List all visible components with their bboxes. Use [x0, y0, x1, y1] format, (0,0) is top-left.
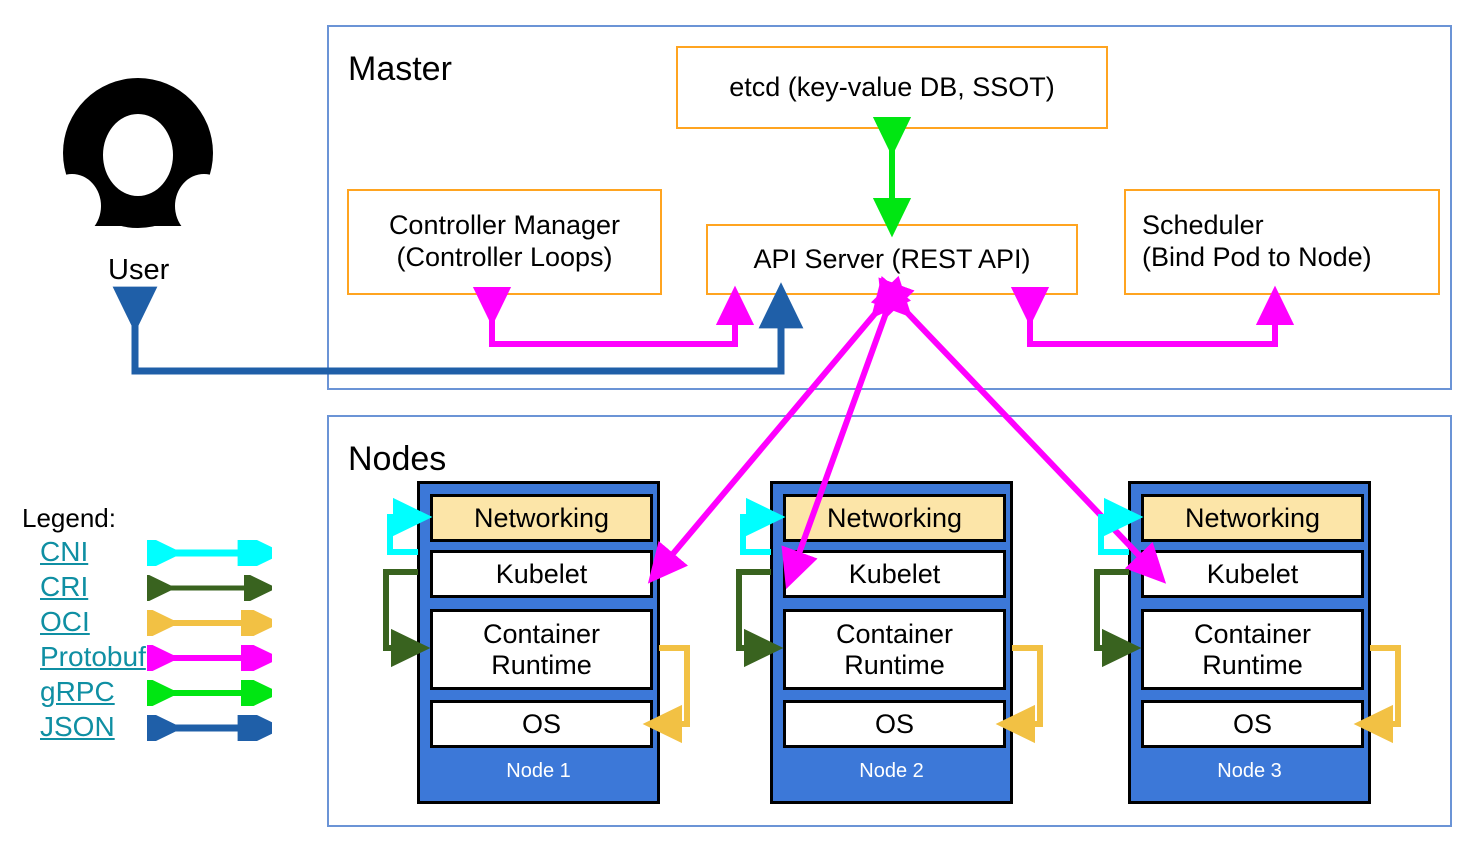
user-label: User	[108, 254, 170, 286]
legend-row-oci: OCI	[22, 608, 272, 638]
node-1-os-label: OS	[521, 708, 561, 739]
user-avatar-icon	[43, 78, 233, 238]
node-1-kubelet-label: Kubelet	[495, 558, 588, 589]
node-2-os-layer[interactable]: OS	[783, 700, 1006, 748]
api-server-label: API Server (REST API)	[753, 243, 1031, 274]
scheduler-label-line1: Scheduler	[1142, 210, 1264, 241]
legend-link-json[interactable]: JSON	[40, 711, 115, 742]
scheduler-box[interactable]: Scheduler (Bind Pod to Node)	[1124, 189, 1440, 295]
node-1-os-layer[interactable]: OS	[430, 700, 653, 748]
node-3-container-runtime-layer[interactable]: Container Runtime	[1141, 609, 1364, 690]
legend-swatch-oci	[147, 610, 272, 636]
node-1-networking-layer[interactable]: Networking	[430, 494, 653, 542]
scheduler-label-line2: (Bind Pod to Node)	[1142, 242, 1372, 272]
node-1-container-runtime-layer[interactable]: Container Runtime	[430, 609, 653, 690]
legend-row-json: JSON	[22, 713, 272, 743]
api-server-box[interactable]: API Server (REST API)	[706, 224, 1078, 295]
controller-manager-label-line1: Controller Manager	[388, 210, 621, 241]
legend-link-oci[interactable]: OCI	[40, 606, 90, 637]
controller-manager-box[interactable]: Controller Manager (Controller Loops)	[347, 189, 662, 295]
node-3-name: Node 3	[1217, 760, 1282, 782]
avatar-notch-left	[43, 174, 101, 238]
node-1-name: Node 1	[506, 760, 571, 782]
master-group-title: Master	[348, 50, 452, 88]
node-3-container-runtime-label-line1: Container	[1193, 619, 1312, 650]
node-1-networking-label: Networking	[473, 502, 610, 533]
node-2-container-runtime-layer[interactable]: Container Runtime	[783, 609, 1006, 690]
legend-row-cri: CRI	[22, 573, 272, 603]
legend: Legend: CNI CRI	[22, 503, 277, 741]
legend-row-grpc: gRPC	[22, 678, 272, 708]
legend-swatch-grpc	[147, 680, 272, 706]
legend-swatch-json	[147, 715, 272, 741]
node-3-kubelet-layer[interactable]: Kubelet	[1141, 550, 1364, 598]
legend-swatch-cri	[147, 575, 272, 601]
node-2-os-label: OS	[874, 708, 914, 739]
legend-swatch-cni	[147, 540, 272, 566]
legend-swatch-protobuf	[147, 645, 272, 671]
legend-title: Legend:	[22, 503, 116, 533]
node-card-3[interactable]: Networking Kubelet Container Runtime OS …	[1128, 481, 1371, 804]
node-1-container-runtime-label-line1: Container	[482, 619, 601, 650]
legend-link-protobuf[interactable]: Protobuf	[40, 641, 146, 672]
node-card-2[interactable]: Networking Kubelet Container Runtime OS …	[770, 481, 1013, 804]
legend-row-protobuf: Protobuf	[22, 643, 272, 673]
node-card-1[interactable]: Networking Kubelet Container Runtime OS …	[417, 481, 660, 804]
nodes-group-title: Nodes	[348, 440, 447, 478]
legend-row-cni: CNI	[22, 538, 272, 568]
legend-link-cni[interactable]: CNI	[40, 536, 89, 567]
node-1-kubelet-layer[interactable]: Kubelet	[430, 550, 653, 598]
node-2-networking-label: Networking	[826, 502, 963, 533]
legend-link-grpc[interactable]: gRPC	[40, 676, 115, 707]
node-3-container-runtime-label-line2: Runtime	[1202, 649, 1303, 680]
node-2-kubelet-layer[interactable]: Kubelet	[783, 550, 1006, 598]
node-2-networking-layer[interactable]: Networking	[783, 494, 1006, 542]
node-2-kubelet-label: Kubelet	[848, 558, 941, 589]
node-1-container-runtime-label-line2: Runtime	[491, 649, 592, 680]
node-3-kubelet-label: Kubelet	[1206, 558, 1299, 589]
etcd-box[interactable]: etcd (key-value DB, SSOT)	[676, 46, 1108, 129]
node-2-name: Node 2	[859, 760, 924, 782]
etcd-label: etcd (key-value DB, SSOT)	[729, 71, 1055, 102]
node-3-os-layer[interactable]: OS	[1141, 700, 1364, 748]
avatar-notch-right	[175, 174, 233, 238]
node-3-networking-label: Networking	[1184, 502, 1321, 533]
controller-manager-label-line2: (Controller Loops)	[396, 242, 613, 272]
avatar-face-shape	[103, 114, 173, 196]
node-3-networking-layer[interactable]: Networking	[1141, 494, 1364, 542]
node-2-container-runtime-label-line1: Container	[835, 619, 954, 650]
legend-link-cri[interactable]: CRI	[40, 571, 89, 602]
node-3-os-label: OS	[1232, 708, 1272, 739]
node-2-container-runtime-label-line2: Runtime	[844, 649, 945, 680]
